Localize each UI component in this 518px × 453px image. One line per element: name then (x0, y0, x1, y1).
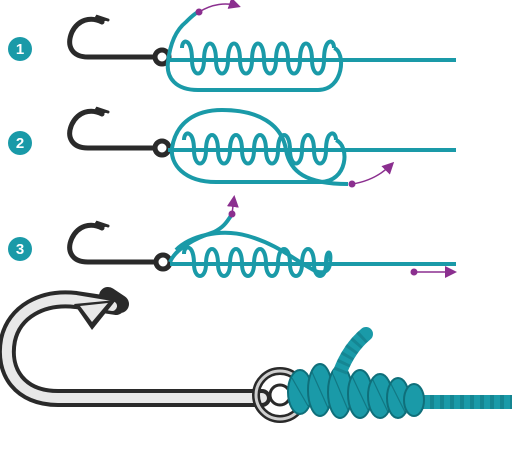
pull-direction-arrow-icon (348, 161, 395, 188)
step-3-badge: 3 (8, 237, 32, 261)
fishing-hook-icon (67, 220, 173, 272)
step-1-number: 1 (15, 40, 25, 58)
fishing-hook-icon (67, 14, 172, 67)
tag-end-loop (169, 107, 349, 186)
tag-end (165, 10, 343, 92)
tag-end (333, 327, 373, 379)
pull-direction-arrow-icon (195, 0, 241, 16)
fishing-hook-icon (0, 287, 308, 423)
step-3-illustration (67, 195, 457, 278)
finished-knot-illustration (0, 287, 512, 423)
tag-end (168, 212, 234, 263)
pull-direction-arrow-icon (410, 266, 457, 278)
step-1-illustration (67, 0, 456, 92)
step-1-badge: 1 (8, 37, 32, 61)
step-2-number: 2 (15, 134, 25, 152)
wrap-coils (180, 39, 336, 76)
wrap-coils (182, 245, 333, 278)
step-2-illustration (67, 106, 456, 188)
fishing-hook-icon (67, 106, 172, 158)
pull-direction-arrow-icon (226, 195, 239, 218)
step-3-number: 3 (15, 240, 25, 258)
wrap-coils (182, 131, 338, 166)
step-2-badge: 2 (8, 131, 32, 155)
